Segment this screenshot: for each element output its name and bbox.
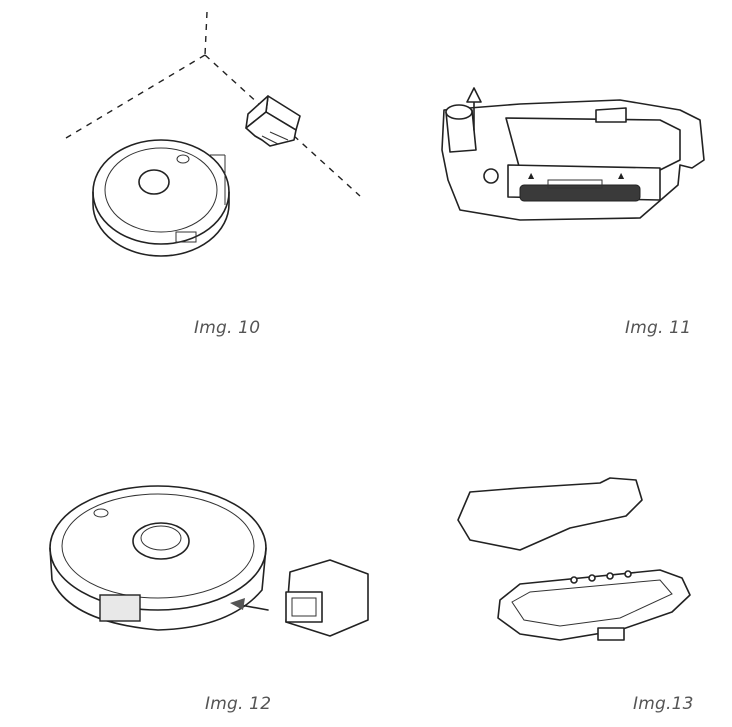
figure-caption: Img. 12	[205, 694, 272, 714]
img10-illustration	[65, 11, 361, 257]
svg-text:▲: ▲	[528, 171, 535, 180]
figure-caption: Img. 11	[625, 318, 692, 338]
svg-text:▲: ▲	[618, 171, 625, 180]
img11-illustration: ▲ ▲	[441, 87, 705, 221]
img12-illustration	[49, 485, 369, 637]
img13-illustration	[457, 477, 691, 641]
figure-caption: Img.13	[633, 694, 694, 714]
figure-caption: Img. 10	[194, 318, 261, 338]
